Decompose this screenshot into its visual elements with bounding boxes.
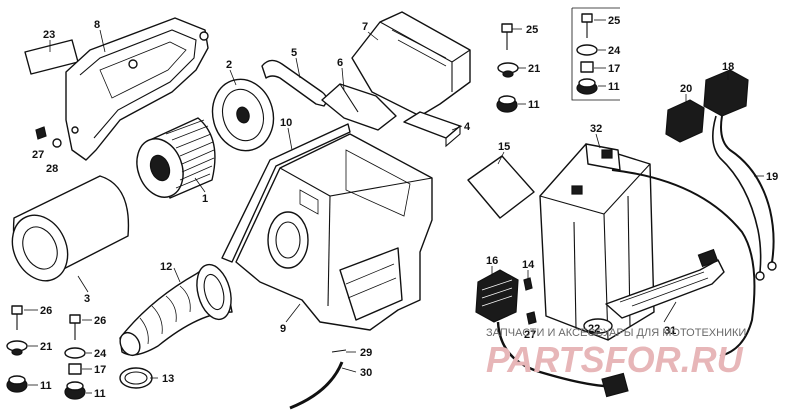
- part-11-grommet-inset: [576, 78, 598, 95]
- watermark-tagline: ЗАПЧАСТИ И АКСЕССУАРЫ ДЛЯ МОТОТЕХНИКИ: [486, 327, 746, 339]
- callout-17-mid: 17: [94, 364, 106, 376]
- callout-27-left: 27: [32, 149, 44, 161]
- callout-29: 29: [360, 347, 372, 359]
- part-24-washer-mid: [64, 347, 86, 359]
- part-18-fuse-box: [703, 69, 749, 117]
- callout-19: 19: [766, 171, 778, 183]
- part-11-grommet-left: [6, 375, 28, 393]
- part-26-bolt-mid: [69, 314, 81, 340]
- callout-5: 5: [291, 47, 297, 59]
- part-25-bolt-top: [501, 23, 513, 50]
- callout-25-top: 25: [526, 24, 538, 36]
- part-27-bolt-right: [526, 311, 537, 325]
- harness-connector: [601, 372, 629, 398]
- part-5-strap: [261, 59, 328, 107]
- callout-15: 15: [498, 141, 510, 153]
- callout-13: 13: [162, 373, 174, 385]
- callout-1: 1: [202, 193, 208, 205]
- callout-numbers: 23 8 2 5 6 7 10 4 27 28 1 3 12 9 13 29 3…: [32, 15, 778, 400]
- watermark: ЗАПЧАСТИ И АКСЕССУАРЫ ДЛЯ МОТОТЕХНИКИ PA…: [486, 327, 746, 380]
- callout-26-mid: 26: [94, 315, 106, 327]
- callout-8: 8: [94, 19, 100, 31]
- callout-9: 9: [280, 323, 286, 335]
- callout-26-left: 26: [40, 305, 52, 317]
- regulator-harness: [496, 321, 605, 388]
- callout-24-mid: 24: [94, 348, 107, 360]
- callout-12: 12: [160, 261, 172, 273]
- callout-21-left: 21: [40, 341, 52, 353]
- part-20-relay: [665, 99, 705, 143]
- part-11-grommet-top: [496, 95, 518, 113]
- part-1-filter: [136, 117, 216, 199]
- part-29-clip: [331, 349, 347, 353]
- part-31-battery-band: [605, 248, 725, 319]
- part-6-duct-joint: [321, 83, 397, 131]
- part-10-gasket: [221, 123, 351, 263]
- part-3-filter-element: [11, 175, 130, 282]
- callout-27-right: 27: [524, 329, 536, 341]
- callout-22: 22: [588, 323, 600, 335]
- callout-11-inset: 11: [608, 81, 620, 93]
- part-7-intake-duct: [351, 11, 471, 117]
- callout-31: 31: [664, 325, 676, 337]
- callout-24-inset: 24: [608, 45, 621, 57]
- callout-7: 7: [362, 21, 368, 33]
- part-17-collar-mid: [68, 363, 82, 375]
- callout-28: 28: [46, 163, 58, 175]
- callout-11-mid: 11: [94, 388, 106, 400]
- callout-11-top: 11: [528, 99, 540, 111]
- callout-4: 4: [464, 121, 471, 133]
- callout-16: 16: [486, 255, 498, 267]
- callout-21-top: 21: [528, 63, 540, 75]
- part-24-washer-inset: [576, 44, 598, 56]
- part-19-wire: [712, 115, 777, 281]
- callout-20: 20: [680, 83, 692, 95]
- callout-18: 18: [722, 61, 734, 73]
- battery-cable: [611, 169, 756, 357]
- part-15-battery-pad: [467, 155, 535, 219]
- callout-30: 30: [360, 367, 372, 379]
- part-17-collar-inset: [580, 61, 594, 73]
- part-26-bolt-left: [11, 305, 23, 330]
- callout-14: 14: [522, 259, 535, 271]
- watermark-brand: PARTSFOR.RU: [486, 339, 744, 380]
- part-12-hose: [119, 263, 233, 357]
- part-2-disc: [211, 78, 275, 152]
- part-21-collar-top: [497, 62, 519, 78]
- part-4-block: [403, 111, 461, 148]
- inset-hardware-box: [571, 7, 620, 101]
- callout-32: 32: [590, 123, 602, 135]
- part-32-battery: [539, 143, 655, 341]
- part-27-bolt-left: [35, 126, 47, 140]
- part-30-tube: [289, 361, 344, 410]
- part-13-o-ring: [119, 367, 153, 389]
- part-8-air-cleaner-cover: [65, 17, 209, 161]
- part-21-collar-left: [6, 340, 28, 356]
- part-25-bolt-inset: [581, 13, 593, 38]
- part-16-regulator: [475, 269, 519, 323]
- callout-25-inset: 25: [608, 15, 620, 27]
- part-22-cap: [583, 318, 613, 334]
- part-28-washer: [52, 138, 62, 148]
- callout-10: 10: [280, 117, 292, 129]
- callout-11-left: 11: [40, 380, 52, 392]
- callout-2: 2: [226, 59, 232, 71]
- callout-23: 23: [43, 29, 55, 41]
- callout-6: 6: [337, 57, 343, 69]
- part-11-grommet-mid: [64, 381, 86, 400]
- callout-17-inset: 17: [608, 63, 620, 75]
- callout-3: 3: [84, 293, 90, 305]
- part-9-air-cleaner-case: [235, 133, 433, 331]
- leader-lines: [24, 19, 764, 394]
